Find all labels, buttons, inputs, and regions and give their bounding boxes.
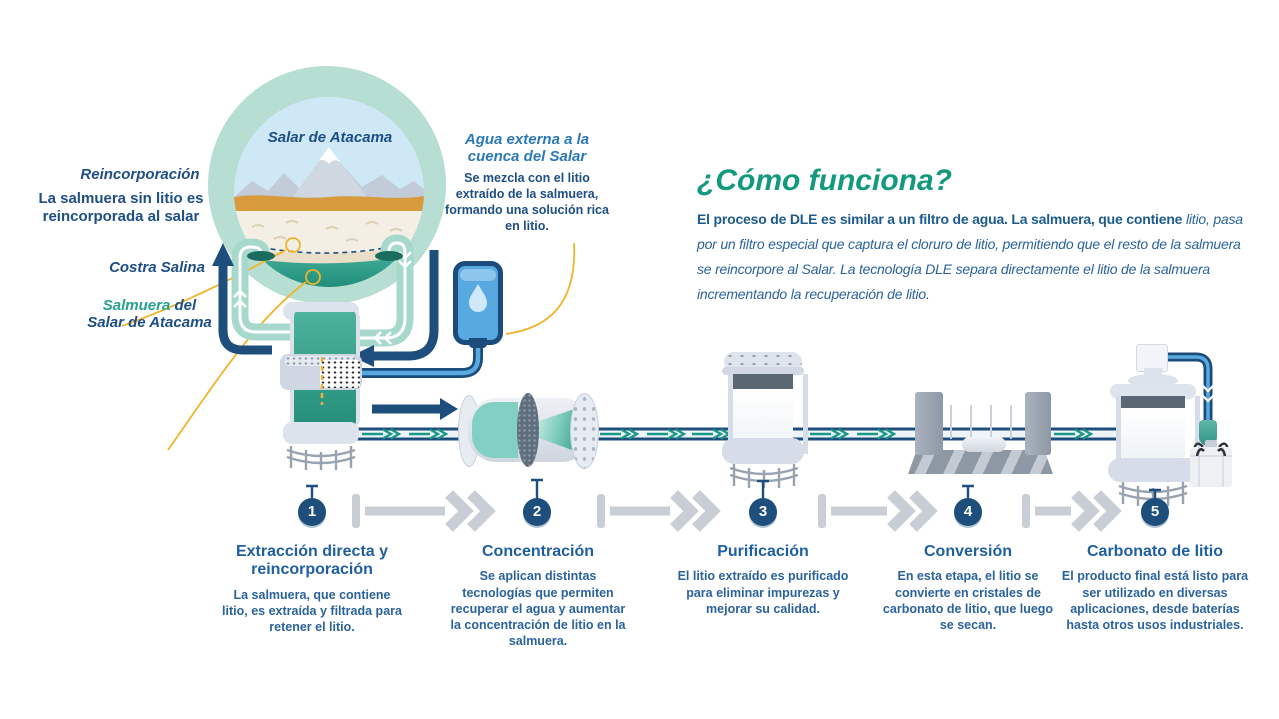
step-block-5: Carbonato de litio El producto final est… (1061, 543, 1249, 633)
tank-stand (729, 464, 799, 488)
step-desc: El producto final está listo para ser ut… (1061, 569, 1249, 633)
heading-part-2: funciona? (808, 164, 952, 197)
kiln-sub-drum (962, 437, 1006, 452)
tank-base (1108, 458, 1200, 482)
conversion-kiln (898, 392, 1058, 480)
step-desc: En esta etapa, el litio se convierte en … (882, 569, 1054, 633)
external-water-tube (355, 342, 483, 378)
step-desc: La salmuera, que contiene litio, es extr… (222, 587, 402, 635)
external-water-desc: Se mezcla con el litio extraído de la sa… (445, 171, 609, 233)
up-chevrons-icon (233, 289, 247, 308)
step-block-4: Conversión En esta etapa, el litio se co… (876, 543, 1060, 633)
tank-base (722, 438, 804, 464)
brine-label-line2: Salar de Atacama (87, 314, 212, 332)
column-outflow-arrow-icon (372, 398, 458, 420)
dispensing-nozzle (1199, 420, 1217, 446)
water-droplet-icon (469, 284, 487, 312)
water-spout (469, 338, 487, 348)
cylinder-brine (472, 402, 518, 458)
brine-label: Salmuera del Salar de Atacama (72, 297, 227, 332)
step-badge-4: 4 (954, 498, 982, 526)
tank-glass-frame (728, 374, 808, 454)
step-badge-3: 3 (749, 498, 777, 526)
bulk-bag (1190, 440, 1232, 487)
extraction-column (280, 298, 362, 470)
cylinder-right-cap (570, 393, 599, 469)
purification-tank (722, 350, 808, 488)
salt-crust-label: Costra Salina (109, 259, 205, 276)
column-bottom-cap (283, 422, 359, 444)
snow-cap (318, 147, 341, 164)
salar-illustration (234, 97, 424, 287)
kiln-right-support (1025, 392, 1051, 455)
heading-part-1: ¿Cómo (697, 164, 809, 197)
water-surface (460, 269, 496, 281)
arrow-1-2 (352, 490, 496, 532)
step-transition-arrows (352, 490, 1122, 532)
brine-label-highlight: Salmuera (102, 297, 171, 314)
main-peak (290, 147, 370, 201)
step-desc: El litio extraído es purificado para eli… (677, 569, 849, 616)
step-badge-1: 1 (298, 498, 326, 526)
step-title: Carbonato de litio (1087, 543, 1223, 560)
filter-media (320, 360, 360, 388)
step-title: Conversión (923, 543, 1012, 560)
column-filter-band (280, 354, 362, 390)
step-block-3: Purificación El litio extraído es purifi… (673, 543, 853, 617)
concentration-unit (458, 390, 603, 472)
salar-landscape (234, 97, 424, 287)
step-badge-5: 5 (1141, 498, 1169, 526)
step-desc: Se aplican distintas tecnologías que per… (450, 569, 626, 649)
step-title: Concentración (481, 543, 594, 560)
external-water-container (453, 261, 503, 348)
tank-lid-rim (722, 367, 804, 375)
step-title: Purificación (717, 543, 809, 560)
paragraph-bold: El proceso de DLE es similar a un filtro… (697, 211, 1186, 227)
reincorporation-label: Reincorporación (80, 166, 200, 183)
step-block-1: Extracción directa y reincorporación La … (222, 543, 402, 636)
step-title: Extracción directa y reincorporación (235, 543, 389, 579)
kiln-drum (932, 405, 1026, 439)
step-badge-2: 2 (523, 498, 551, 526)
salt-texture (251, 220, 403, 242)
tank-neck (1144, 368, 1162, 378)
brine-label-rest: del (170, 297, 197, 314)
arrow-4-5 (1022, 490, 1122, 532)
tank-headspace (733, 374, 793, 391)
left-chevrons-icon (373, 331, 392, 345)
column-stand (286, 446, 356, 470)
cylinder-membrane-disc (517, 393, 539, 467)
arrow-3-4 (818, 490, 938, 532)
external-water-label: Agua externa a la cuenca del Salar (464, 131, 590, 166)
salar-label: Salar de Atacama (267, 129, 393, 146)
step-block-2: Concentración Se aplican distintas tecno… (448, 543, 628, 650)
reincorporation-desc: La salmuera sin litio es reincorporada a… (38, 190, 204, 225)
how-it-works-paragraph: El proceso de DLE es similar a un filtro… (697, 207, 1257, 307)
paragraph-italic: litio, pasa por un filtro especial que c… (697, 211, 1243, 302)
how-it-works-heading: ¿Cómo funciona? (697, 164, 952, 198)
arrow-2-3 (597, 490, 721, 532)
